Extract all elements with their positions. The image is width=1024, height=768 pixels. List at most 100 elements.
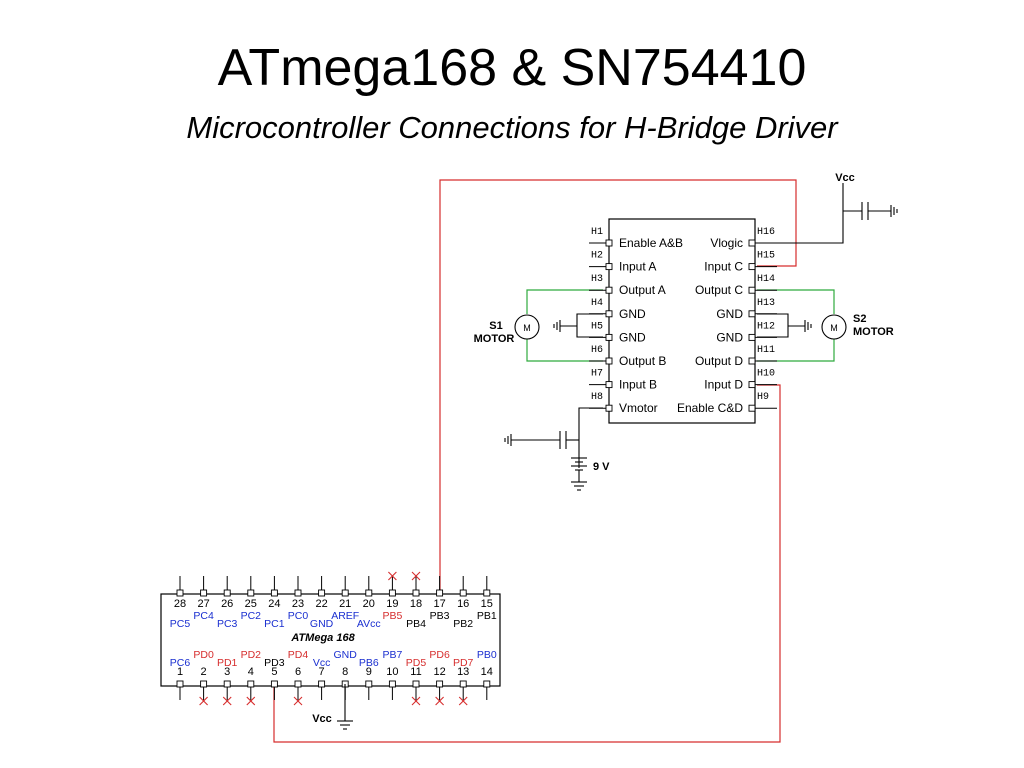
mcu-pin-name: AREF [331,610,359,622]
mcu-pin-number: 14 [481,666,493,678]
mcu-pin-name: AVcc [357,618,381,630]
mcu-pin-number: 20 [363,598,375,610]
mcu-pin-number: 11 [410,666,421,678]
hbridge-pin-label: Input D [704,378,743,392]
mcu-pin-number: 13 [457,666,469,678]
mcu-pin-number: 1 [177,666,183,678]
hbridge-pin-id: H9 [757,392,769,403]
mcu-pin-number: 5 [271,666,277,678]
mcu-pin-number: 15 [481,598,493,610]
motor-s2-name: S2 [853,313,866,325]
mcu-pin-number: 10 [386,666,398,678]
mcu-pin-name: PB6 [359,657,379,669]
mcu-pin-name: PD2 [241,649,262,661]
mcu-pin-name: PB5 [382,610,402,622]
hbridge-pin-id: H11 [757,345,775,356]
hbridge-pin-id: H1 [591,227,603,238]
wire-output-a-to-s1 [526,289,603,314]
battery-label: 9 V [593,461,610,473]
hbridge-pin-label: Input C [704,260,743,274]
mcu-pin-number: 21 [339,598,351,610]
hbridge-body [608,218,756,424]
mcu-pin-number: 4 [248,666,254,678]
motor-s2-glyph: M [830,323,838,333]
mcu-pin-name: PC4 [193,610,214,622]
hbridge-pin-id: H15 [757,251,775,262]
slide-title: ATmega168 & SN754410 [217,39,807,97]
mcu-pin-name: PD6 [429,649,450,661]
mcu-pin-name: PB2 [453,618,473,630]
mcu-ic: ATMega 168 28PC527PC426PC325PC224PC123PC… [160,571,501,706]
wire-pd3-to-input-d [273,384,781,743]
wire-output-b-to-s1 [526,339,603,362]
hbridge-pin-label: Output C [695,283,743,297]
mcu-pin-number: 17 [433,598,445,610]
motor-s2: M S2 MOTOR [821,313,894,340]
mcu-pin-name: PB4 [406,618,426,630]
vcc-label-bottom: Vcc [312,713,332,725]
hbridge-pin-label: Output A [619,283,666,297]
mcu-pin-name: PD0 [193,649,214,661]
mcu-pin-name: PB7 [382,649,402,661]
mcu-pin-name: PC3 [217,618,238,630]
hbridge-pin-id: H5 [591,321,603,332]
mcu-pin-name: PB0 [477,649,497,661]
mcu-pin-name: GND [310,618,334,630]
hbridge-pin-id: H4 [591,298,603,309]
mcu-pin-name: PD1 [217,657,238,669]
mcu-pin-number: 19 [386,598,398,610]
mcu-pin-number: 16 [457,598,469,610]
mcu-pin-name: PC5 [170,618,191,630]
mcu-pin-name: PD4 [288,649,309,661]
mcu-vcc-gnd: Vcc [312,684,353,730]
mcu-pin-number: 25 [245,598,257,610]
hbridge-pin-label: GND [716,330,743,344]
mcu-pin-name: Vcc [313,657,331,669]
vmotor-supply: 9 V [504,407,610,491]
hbridge-pin-label: Input B [619,378,657,392]
hbridge-pin-label: Enable C&D [677,401,743,415]
mcu-name: ATMega 168 [290,632,355,644]
hbridge-pin-label: Vmotor [619,401,658,415]
mcu-pin-number: 7 [319,666,325,678]
hbridge-pin-label: Vlogic [710,236,743,250]
hbridge-pin-id: H10 [757,369,775,380]
vlogic-supply: Vcc [757,172,898,244]
hbridge-pin-label: GND [619,330,646,344]
mcu-pin-number: 8 [342,666,348,678]
mcu-pin-number: 2 [201,666,207,678]
mcu-pin-number: 6 [295,666,301,678]
mcu-pin-number: 9 [366,666,372,678]
motor-s2-type: MOTOR [853,326,894,338]
mcu-pin-number: 23 [292,598,304,610]
